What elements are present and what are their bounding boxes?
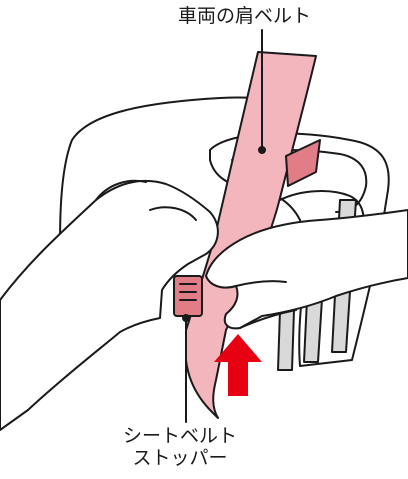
stopper-leader-dot — [183, 315, 189, 321]
belt-stopper — [174, 276, 202, 316]
belt-stopper-label-line1: シートベルト — [122, 426, 238, 448]
shoulder-belt-leader-dot — [259, 147, 265, 153]
belt-stopper-label-line2: ストッパー — [122, 448, 238, 470]
shoulder-belt-label: 車両の肩ベルト — [178, 6, 311, 28]
belt-stopper-label: シートベルト ストッパー — [122, 426, 238, 470]
